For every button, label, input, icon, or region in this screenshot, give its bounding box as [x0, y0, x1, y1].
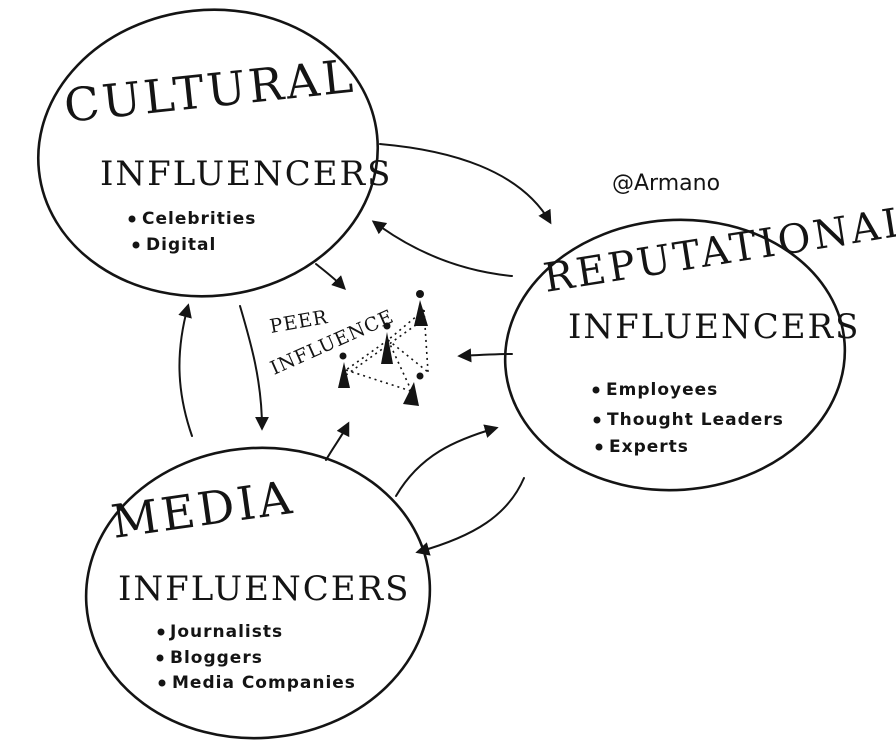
cultural-influencers-node: CULTURAL INFLUENCERS Celebrities Digital	[36, 8, 392, 298]
reputational-subtitle: INFLUENCERS	[568, 307, 860, 347]
bullet-icon	[592, 386, 600, 394]
connection-arrows	[178, 143, 552, 556]
media-item-2: Bloggers	[170, 648, 263, 668]
arrow-reputational-to-media	[415, 477, 525, 556]
cultural-title: CULTURAL	[62, 49, 359, 133]
reputational-item-3: Experts	[609, 437, 689, 457]
arrow-cultural-to-reputational	[379, 143, 552, 225]
author-handle: @Armano	[612, 171, 720, 196]
arrow-cultural-to-peer	[315, 263, 346, 290]
arrow-cultural-to-media	[239, 305, 269, 431]
reputational-item-2: Thought Leaders	[607, 410, 784, 430]
bullet-icon	[595, 443, 603, 451]
cultural-item-2: Digital	[146, 235, 216, 255]
person-icon	[338, 352, 350, 388]
person-icon	[414, 290, 428, 326]
cultural-item-1: Celebrities	[142, 209, 256, 229]
arrow-reputational-to-peer	[457, 348, 513, 363]
media-item-1: Journalists	[169, 622, 283, 642]
bullet-icon	[156, 654, 164, 662]
person-icon	[381, 322, 393, 364]
reputational-item-1: Employees	[606, 380, 718, 400]
arrow-media-to-reputational	[395, 424, 499, 497]
arrow-media-to-peer	[325, 421, 350, 461]
media-title: MEDIA	[108, 470, 298, 549]
bullet-icon	[132, 241, 140, 249]
bullet-icon	[593, 416, 601, 424]
media-subtitle: INFLUENCERS	[118, 569, 410, 609]
bullet-icon	[157, 628, 165, 636]
peer-label-line1: PEER	[268, 306, 330, 338]
bullet-icon	[158, 679, 166, 687]
peer-influence-node: PEER INFLUENCE	[267, 290, 429, 406]
reputational-title: REPUTATIONAL	[540, 198, 896, 302]
bullet-icon	[128, 215, 136, 223]
reputational-influencers-node: @Armano REPUTATIONAL INFLUENCERS Employe…	[503, 171, 896, 492]
cultural-subtitle: INFLUENCERS	[100, 154, 392, 194]
arrow-reputational-to-cultural	[371, 220, 513, 277]
media-item-3: Media Companies	[172, 673, 356, 693]
person-icon	[403, 372, 424, 406]
arrow-media-to-cultural	[178, 303, 193, 437]
media-influencers-node: MEDIA INFLUENCERS Journalists Bloggers M…	[84, 446, 432, 740]
